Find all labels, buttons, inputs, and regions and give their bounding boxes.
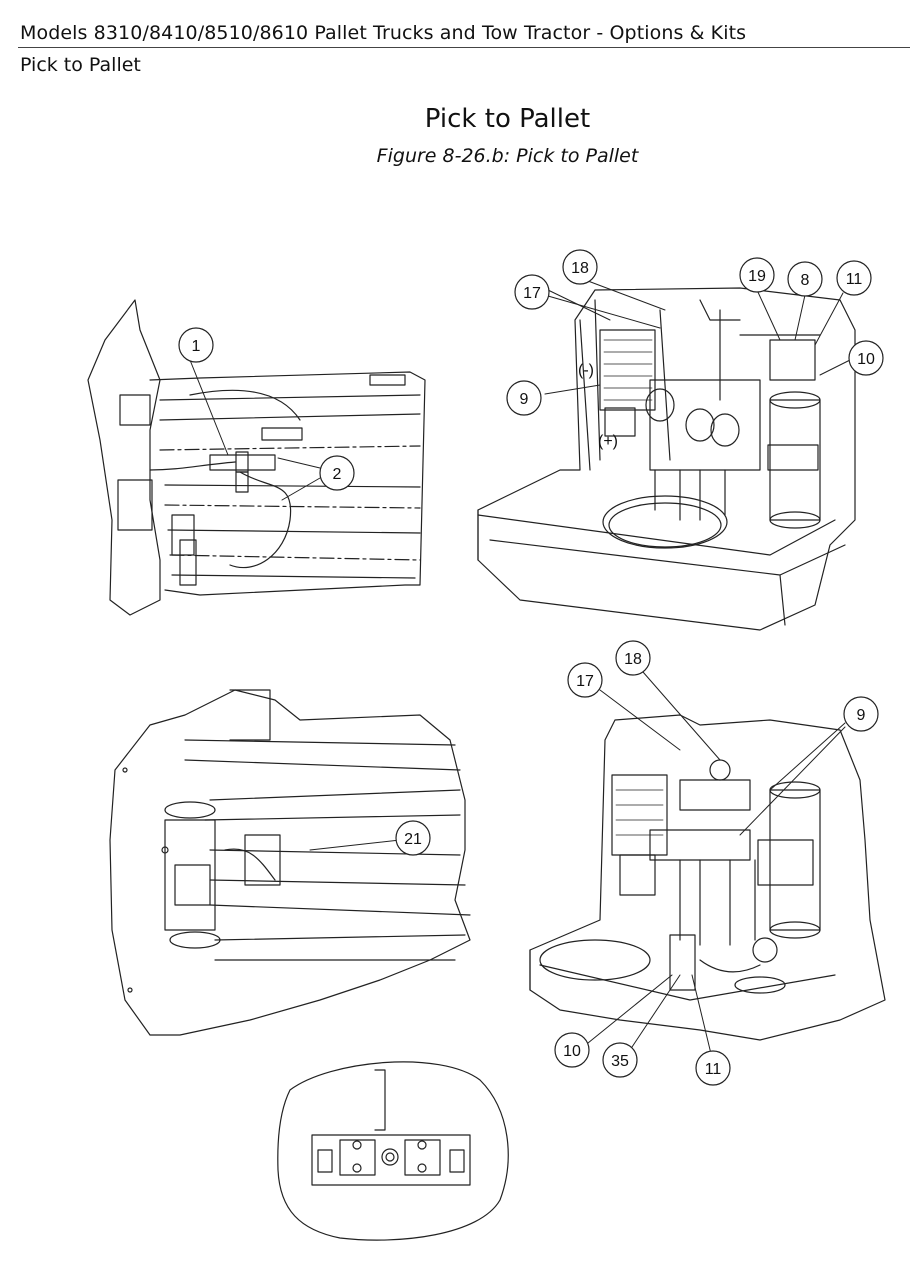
view-chassis-top-right: (-) (+) <box>477 280 856 631</box>
callout-10: 10 <box>554 1032 590 1068</box>
callout-9: 9 <box>506 380 542 416</box>
callout-17: 17 <box>567 662 603 698</box>
svg-text:19: 19 <box>748 268 766 285</box>
svg-text:2: 2 <box>333 466 342 483</box>
callout-10: 10 <box>848 340 884 376</box>
view-frame-wiring-top-left <box>87 299 426 616</box>
svg-text:10: 10 <box>563 1043 581 1060</box>
document-header-title: Models 8310/8410/8510/8610 Pallet Trucks… <box>20 22 747 44</box>
svg-text:9: 9 <box>520 391 529 408</box>
callout-8: 8 <box>787 261 823 297</box>
figure-caption: Figure 8-26.b: Pick to Pallet <box>376 145 639 167</box>
view-frame-middle-left <box>109 689 471 1036</box>
callout-18: 18 <box>562 249 598 285</box>
callout-21: 21 <box>395 820 431 856</box>
section-label: Pick to Pallet <box>20 54 141 76</box>
polarity-positive-label: (+) <box>598 433 618 450</box>
svg-text:18: 18 <box>624 651 642 668</box>
svg-text:8: 8 <box>801 272 810 289</box>
svg-text:18: 18 <box>571 260 589 277</box>
polarity-negative-label: (-) <box>578 362 594 379</box>
callout-17: 17 <box>514 274 550 310</box>
svg-text:35: 35 <box>611 1053 629 1070</box>
svg-text:1: 1 <box>192 338 201 355</box>
callout-18: 18 <box>615 640 651 676</box>
callout-19: 19 <box>739 257 775 293</box>
svg-text:17: 17 <box>576 673 594 690</box>
header-rule <box>18 47 910 48</box>
callout-1: 1 <box>178 327 214 363</box>
svg-text:9: 9 <box>857 707 866 724</box>
page-title: Pick to Pallet <box>424 104 591 134</box>
callout-9: 9 <box>843 696 879 732</box>
callout-35: 35 <box>602 1042 638 1078</box>
svg-text:17: 17 <box>523 285 541 302</box>
svg-text:11: 11 <box>705 1061 722 1078</box>
svg-text:11: 11 <box>846 271 863 288</box>
callout-11: 11 <box>695 1050 731 1086</box>
svg-text:21: 21 <box>404 831 422 848</box>
callout-2: 2 <box>319 455 355 491</box>
view-detail-bottom <box>277 1061 509 1241</box>
callout-11: 11 <box>836 260 872 296</box>
svg-text:10: 10 <box>857 351 875 368</box>
view-chassis-middle-right <box>529 671 886 1059</box>
